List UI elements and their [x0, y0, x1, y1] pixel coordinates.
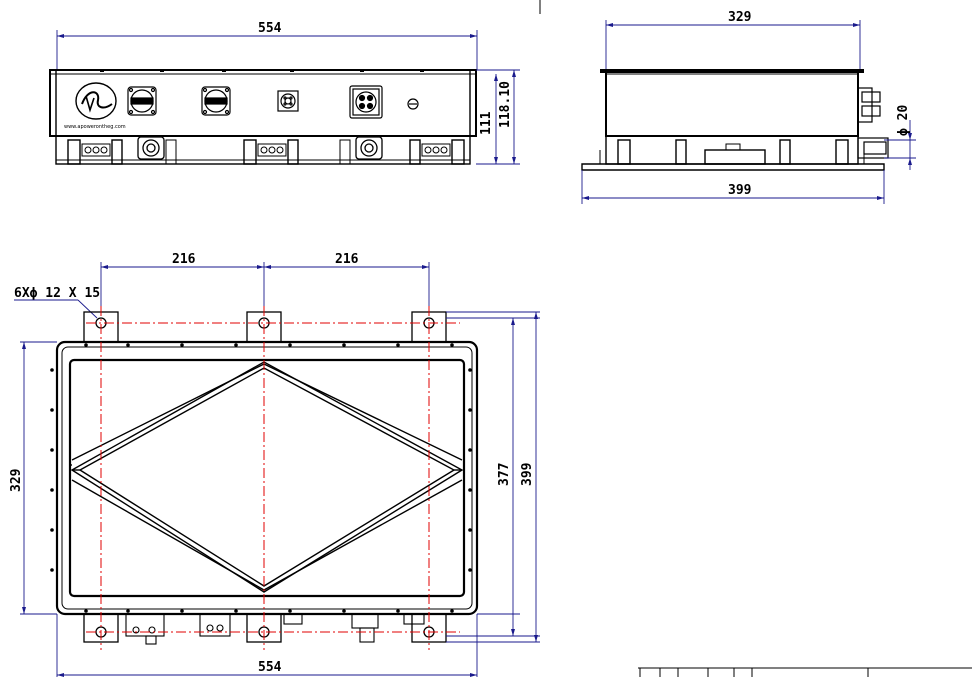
front-width-label: 554 — [258, 21, 282, 36]
front-height-b-label: 118.10 — [498, 81, 513, 128]
plan-height-outer-label: 399 — [520, 463, 535, 486]
logo-url: www.apowerontheg.com — [64, 124, 126, 130]
frame-bolt — [468, 448, 472, 452]
frame-bolt — [342, 343, 346, 347]
frame-bolt — [50, 528, 54, 532]
frame-bolt — [342, 609, 346, 613]
frame-bolt — [396, 609, 400, 613]
side-view: 329 ϕ 20 — [581, 10, 916, 204]
frame-bolt — [50, 368, 54, 372]
plan-view: 216 216 6Xϕ 12 X 15 — [9, 252, 540, 677]
frame-bolt — [468, 488, 472, 492]
plan-height-left-label: 329 — [9, 469, 24, 492]
frame-bolt — [234, 609, 238, 613]
front-view: 554 — [49, 21, 520, 165]
frame-bolt — [84, 609, 88, 613]
front-height-a-label: 111 — [479, 111, 494, 135]
hole-spacing-left-label: 216 — [172, 252, 196, 267]
frame-bolt — [450, 609, 454, 613]
side-width-top-label: 329 — [728, 10, 751, 25]
title-block-fragment — [638, 667, 972, 677]
frame-bolt — [180, 343, 184, 347]
frame-bolt — [288, 343, 292, 347]
indicator-light — [407, 98, 419, 110]
frame-bolt — [468, 528, 472, 532]
frame-bolt — [396, 343, 400, 347]
frame-bolt — [450, 343, 454, 347]
frame-bolt — [180, 609, 184, 613]
hole-callout-label: 6Xϕ 12 X 15 — [14, 286, 100, 301]
frame-bolt — [468, 408, 472, 412]
connector-diameter-label: ϕ 20 — [896, 105, 911, 136]
frame-bolt — [288, 609, 292, 613]
power-connector — [349, 85, 383, 119]
frame-bolt — [468, 568, 472, 572]
plan-height-inner-label: 377 — [497, 463, 512, 486]
brand-logo: www.apowerontheg.com — [64, 82, 126, 130]
frame-bolt — [50, 408, 54, 412]
frame-bolt — [126, 343, 130, 347]
frame-bolt — [50, 488, 54, 492]
hole-spacing-right-label: 216 — [335, 252, 359, 267]
plan-width-bottom-label: 554 — [258, 660, 282, 675]
side-width-bottom-label: 399 — [728, 183, 751, 198]
rotary-switch-1 — [127, 86, 157, 116]
rotary-switch-2 — [201, 86, 231, 116]
frame-bolt — [84, 343, 88, 347]
frame-bolt — [50, 568, 54, 572]
frame-bolt — [126, 609, 130, 613]
frame-bolt — [234, 343, 238, 347]
frame-bolt — [50, 448, 54, 452]
signal-connector — [277, 90, 299, 112]
frame-bolt — [468, 368, 472, 372]
